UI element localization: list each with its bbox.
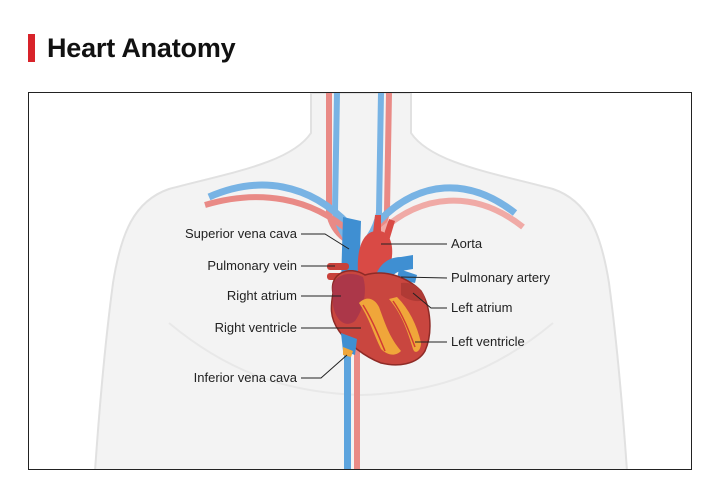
leader-pulmonary-artery bbox=[400, 276, 448, 279]
page-title: Heart Anatomy bbox=[47, 32, 236, 63]
aortic-branch-2 bbox=[383, 219, 395, 241]
label-left-atrium: Left atrium bbox=[451, 300, 512, 315]
coronary-fat-2 bbox=[389, 297, 421, 352]
label-aorta: Aorta bbox=[451, 236, 483, 251]
left-atrium-shape bbox=[401, 282, 425, 302]
leader-inferior-vena-cava bbox=[301, 354, 348, 379]
title-accent-bar bbox=[28, 34, 35, 62]
arm-vein-right bbox=[207, 181, 352, 228]
arm-artery-right bbox=[204, 194, 354, 236]
label-pulmonary-artery: Pulmonary artery bbox=[451, 270, 550, 285]
page-header: Heart Anatomy bbox=[28, 30, 236, 66]
right-atrium-shape bbox=[332, 273, 365, 324]
chest-shadow bbox=[168, 322, 554, 397]
arm-artery-left bbox=[376, 197, 525, 236]
aortic-branch bbox=[373, 215, 381, 233]
coronary-fat bbox=[359, 298, 401, 355]
leader-left-atrium bbox=[412, 292, 447, 309]
label-superior-vena-cava: Superior vena cava bbox=[185, 226, 298, 241]
arm-vein-left bbox=[374, 184, 518, 226]
label-right-ventricle: Right ventricle bbox=[215, 320, 297, 335]
heart-illustration: Superior vena cava Pulmonary vein Right … bbox=[94, 93, 628, 469]
descending-aorta bbox=[354, 343, 360, 469]
coronary-vessel bbox=[362, 304, 386, 352]
inferior-vena-cava-vessel bbox=[344, 343, 351, 469]
label-pulmonary-vein: Pulmonary vein bbox=[207, 258, 297, 273]
label-inferior-vena-cava: Inferior vena cava bbox=[194, 370, 298, 385]
leader-lines bbox=[301, 233, 448, 379]
coronary-vessel-2 bbox=[392, 300, 416, 348]
pulmonary-vein-upper bbox=[327, 263, 349, 270]
ivc-stub-fat bbox=[343, 347, 353, 357]
label-right-atrium: Right atrium bbox=[227, 288, 297, 303]
illustration-frame: Superior vena cava Pulmonary vein Right … bbox=[28, 92, 692, 470]
label-left-ventricle: Left ventricle bbox=[451, 334, 525, 349]
leader-superior-vena-cava bbox=[301, 233, 350, 250]
